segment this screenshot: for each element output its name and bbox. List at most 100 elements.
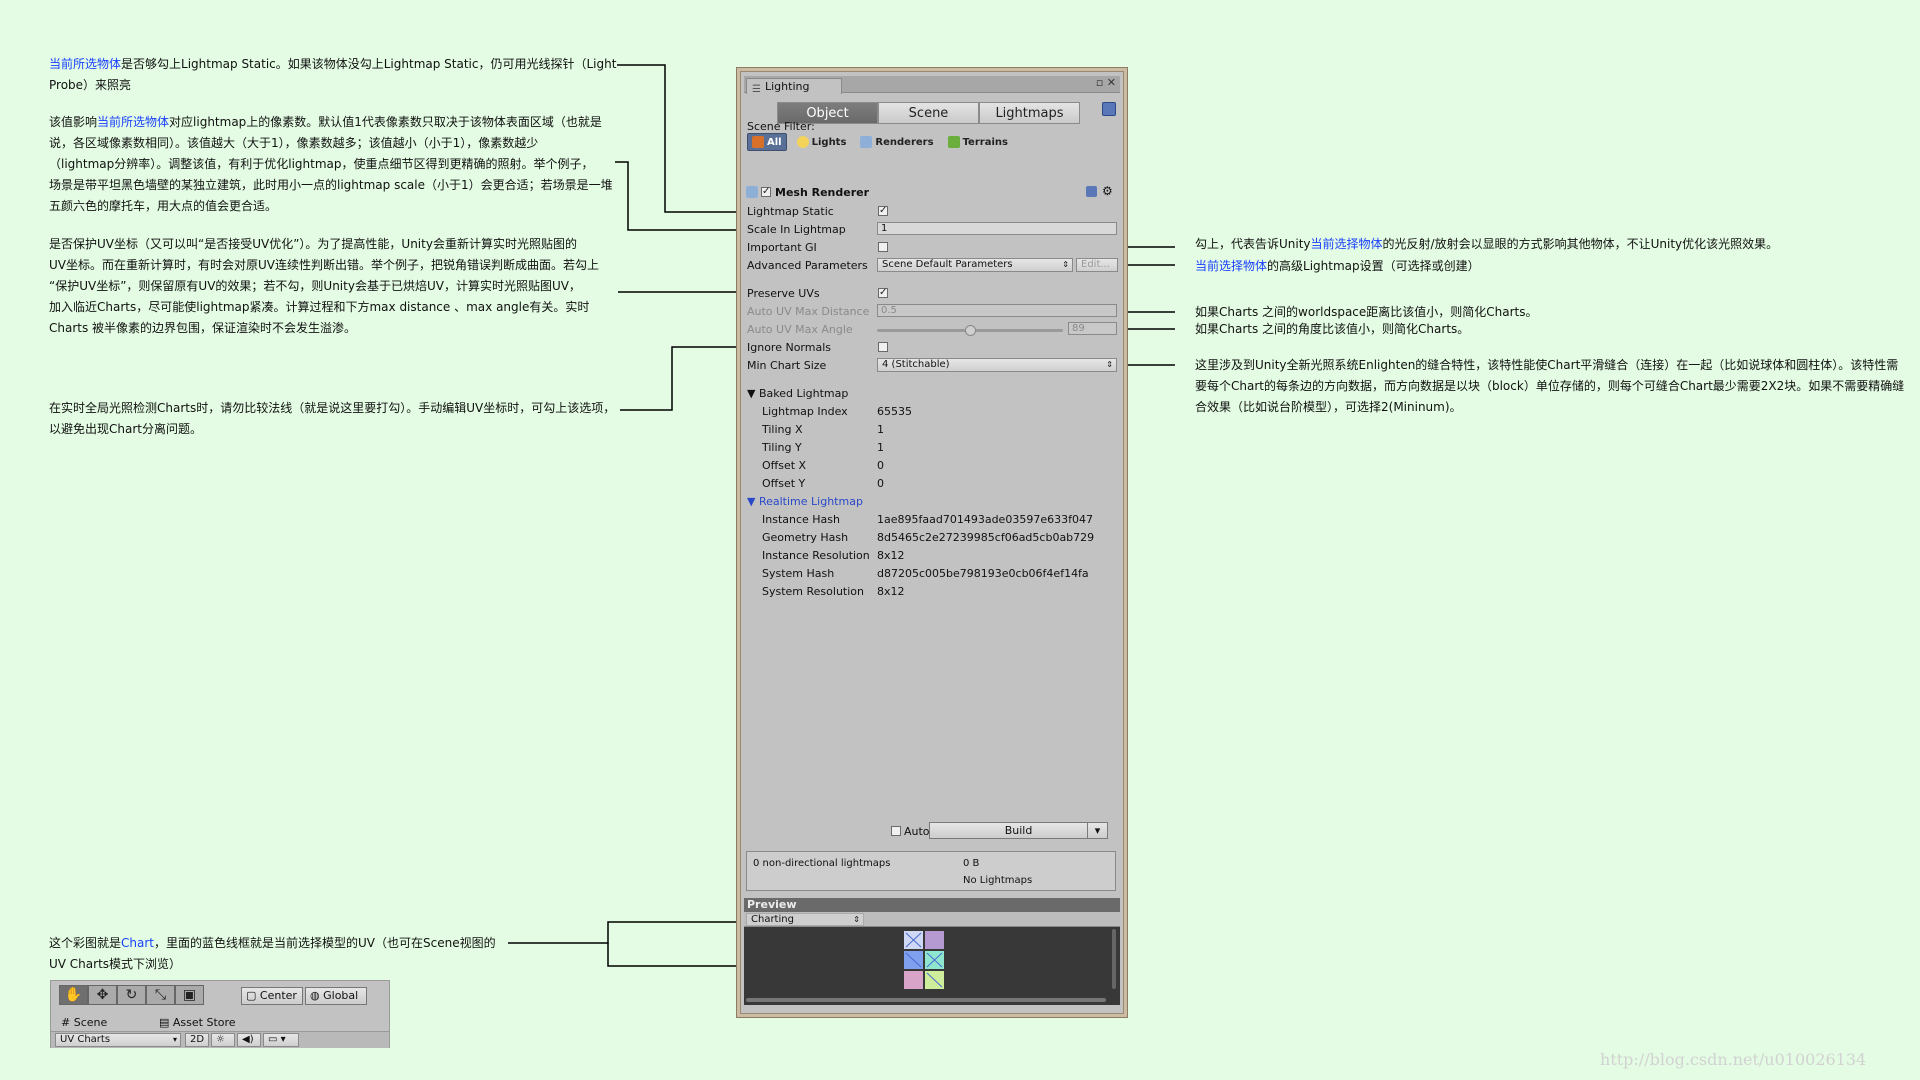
filter-renderers-label: Renderers [875,136,934,148]
tab-scene[interactable]: Scene [878,102,979,124]
cube-icon [752,136,764,148]
draw-mode-dropdown[interactable]: UV Charts ▾ [55,1033,181,1047]
annotation-auto-uv-max-angle: 如果Charts 之间的角度比该值小，则简化Charts。 [1195,322,1470,336]
lighting-tab-label: Lighting [765,80,810,93]
rect-tool-icon[interactable]: ▣ [175,985,204,1005]
filter-terrains[interactable]: Terrains [944,133,1012,151]
baked-lightmap-foldout[interactable]: ▼ Baked Lightmap [747,387,849,400]
realtime-row-label: Instance Resolution [762,549,870,562]
baked-row-value: 65535 [877,405,912,418]
annotation-scale-in-lightmap: 该值影响当前所选物体对应lightmap上的像素数。默认值1代表像素数只取决于该… [49,115,613,213]
filter-lights[interactable]: Lights [793,133,851,151]
close-icon[interactable]: ✕ [1106,76,1116,89]
terrain-icon [947,136,960,148]
realtime-row-value: d87205c005be798193e0cb06f4ef14fa [877,567,1089,580]
realtime-row-label: System Resolution [762,585,864,598]
annotation-preserve-uvs: 是否保护UV坐标（又可以叫“是否接受UV优化”）。为了提高性能，Unity会重新… [49,237,599,335]
tab-scene-view[interactable]: # Scene [51,1015,147,1031]
global-button[interactable]: ◍ Global [305,987,367,1005]
min-chart-size-label: Min Chart Size [747,359,827,372]
rotate-tool-icon[interactable]: ↻ [117,985,146,1005]
global-label: Global [323,989,359,1002]
build-dropdown-arrow[interactable]: ▾ [1087,822,1108,839]
dropdown-arrow-icon: ▾ [172,1035,177,1044]
tab-asset-store[interactable]: ▤ Asset Store [149,1015,269,1031]
dropdown-arrow-icon: ⇕ [1062,260,1069,269]
mesh-icon [860,136,873,148]
ignore-normals-checkbox[interactable] [878,342,888,352]
lighting-toggle-icon[interactable]: ☼ [211,1033,235,1047]
annotation-important-gi: 勾上，代表告诉Unity当前选择物体的光反射/放射会以显眼的方式影响其他物体，不… [1195,237,1779,251]
build-button[interactable]: Build [929,822,1108,839]
scale-tool-icon[interactable]: ⤡ [146,985,175,1005]
auto-uv-max-angle-knob[interactable] [965,325,976,336]
advanced-parameters-dropdown[interactable]: Scene Default Parameters ⇕ [877,258,1073,272]
maximize-icon[interactable]: ▫ [1095,76,1104,89]
info-lightmaps-count: 0 non-directional lightmaps [753,858,891,869]
filter-all[interactable]: All [747,133,787,151]
connector-lightmap-static [617,64,747,213]
filter-terrains-label: Terrains [962,136,1008,148]
annotation-chart-preview: 这个彩图就是Chart，里面的蓝色线框就是当前选择模型的UV（也可在Scene视… [49,936,496,971]
mesh-renderer-enabled-checkbox[interactable]: ✓ [761,186,771,197]
advanced-parameters-value: Scene Default Parameters [882,259,1013,270]
dropdown-arrow-icon: ⇕ [1106,360,1113,369]
important-gi-checkbox[interactable] [878,242,888,252]
baked-row-label: Lightmap Index [762,405,848,418]
move-tool-icon[interactable]: ✥ [88,985,117,1005]
toggle-2d-button[interactable]: 2D [185,1033,209,1047]
connector-ignore-normals [620,346,747,411]
filter-renderers[interactable]: Renderers [856,133,937,151]
realtime-row-value: 8x12 [877,549,905,562]
edit-button[interactable]: Edit... [1076,258,1118,272]
scale-in-lightmap-field[interactable]: 1 [877,222,1117,235]
baked-row-value: 1 [877,423,884,436]
lighting-tab[interactable]: ☰ Lighting [746,78,842,95]
grid-icon: # [61,1016,71,1029]
auto-checkbox[interactable] [891,826,901,836]
pivot-center-button[interactable]: ▢ Center [241,987,303,1005]
scene-view-toolbar: ✋ ✥ ↻ ⤡ ▣ ▢ Center ◍ Global # Scene ▤ As… [50,980,390,1048]
min-chart-size-dropdown[interactable]: 4 (Stitchable) ⇕ [877,358,1117,372]
realtime-lightmap-foldout[interactable]: ▼ Realtime Lightmap [747,495,863,508]
tab-object[interactable]: Object [777,102,878,124]
preview-scrollbar-horizontal[interactable] [746,998,1106,1002]
auto-uv-max-angle-label: Auto UV Max Angle [747,323,853,336]
lighting-window-inner: ☰ Lighting ▫ ✕ Object Scene Lightmaps Sc… [744,76,1120,1010]
annotation-lightmap-static: 当前所选物体是否够勾上Lightmap Static。如果该物体没勾上Light… [49,57,617,92]
effects-dropdown-icon[interactable]: ▭ ▾ [263,1033,299,1047]
auto-uv-max-distance-field[interactable]: 0.5 [877,304,1117,317]
store-icon: ▤ [159,1016,170,1029]
scale-in-lightmap-label: Scale In Lightmap [747,223,846,236]
lightmap-static-checkbox[interactable]: ✓ [878,205,888,216]
baked-row-value: 0 [877,459,884,472]
menu-lines-icon: ☰ [752,84,761,95]
pivot-icon: ▢ [246,989,257,1002]
realtime-row-value: 8x12 [877,585,905,598]
realtime-row-value: 8d5465c2e27239985cf06ad5cb0ab729 [877,531,1095,544]
component-help-icon[interactable] [1086,186,1097,197]
advanced-parameters-label: Advanced Parameters [747,259,868,272]
chart-preview-area[interactable] [744,927,1120,1005]
lighting-window: ☰ Lighting ▫ ✕ Object Scene Lightmaps Sc… [736,67,1128,1018]
globe-icon: ◍ [310,989,320,1002]
window-titlebar: ☰ Lighting ▫ ✕ [744,76,1120,95]
tab-lightmaps[interactable]: Lightmaps [979,102,1080,124]
auto-uv-max-angle-field[interactable]: 89 [1068,322,1117,335]
watermark-url: http://blog.csdn.net/u010026134 [1600,1050,1867,1069]
realtime-row-value: 1ae895faad701493ade03597e633f047 [877,513,1093,526]
audio-toggle-icon[interactable]: ◀) [237,1033,261,1047]
preserve-uvs-checkbox[interactable]: ✓ [878,287,888,298]
preview-scrollbar-vertical[interactable] [1112,929,1116,989]
preview-header[interactable]: Preview [744,898,1120,912]
light-bulb-icon [796,136,809,148]
baked-row-label: Offset Y [762,477,806,490]
info-no-lightmaps: No Lightmaps [963,875,1033,886]
mesh-renderer-icon [746,186,758,198]
hand-tool-icon[interactable]: ✋ [59,985,88,1005]
filter-all-label: All [767,136,782,148]
help-book-icon[interactable] [1102,102,1116,116]
preview-mode-dropdown[interactable]: Charting ⇕ [746,913,864,926]
preview-mode-value: Charting [751,914,794,925]
gear-icon[interactable]: ⚙ [1102,184,1113,198]
